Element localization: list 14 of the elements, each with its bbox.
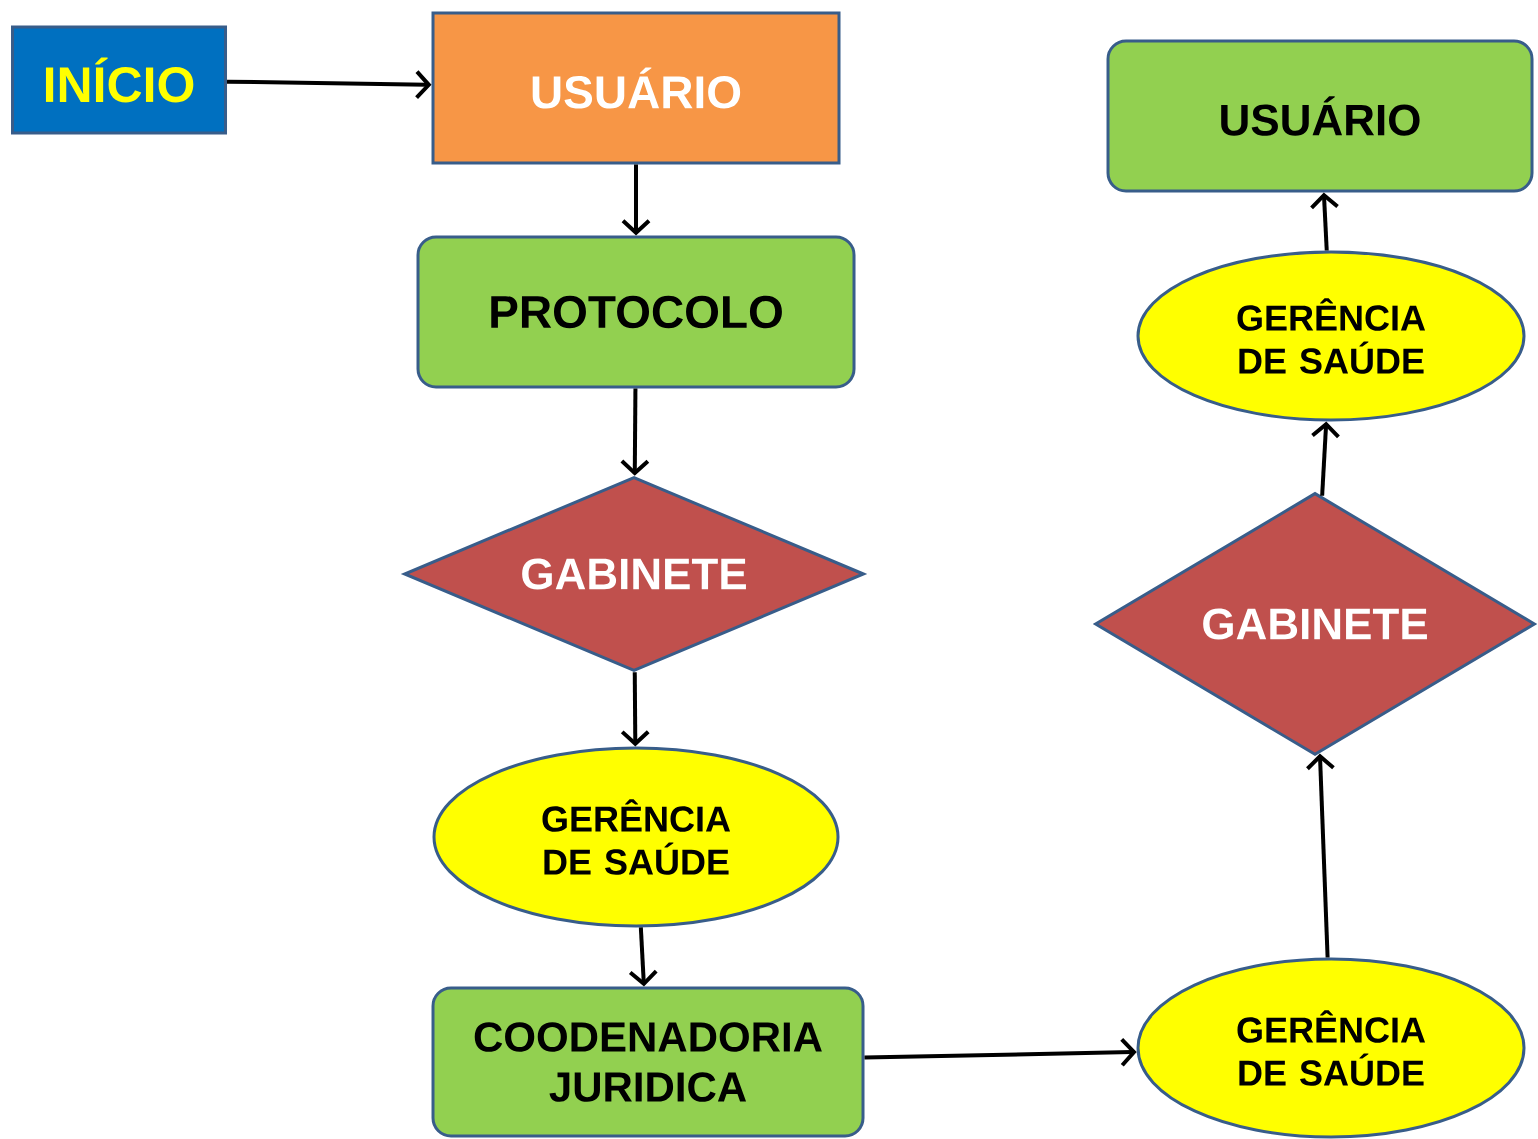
process-box: PROTOCOLO — [416, 235, 856, 389]
arrow — [227, 70, 432, 99]
arrow — [620, 672, 650, 747]
arrow — [620, 388, 650, 476]
process-box: USUÁRIO — [431, 11, 841, 165]
process-box: COODENADORIA JURIDICA — [431, 986, 865, 1138]
arrow — [1311, 421, 1340, 496]
arrow — [1310, 192, 1339, 251]
arrow — [621, 164, 651, 236]
process-box: USUÁRIO — [1106, 39, 1534, 193]
arrow — [864, 1037, 1137, 1067]
arrow — [628, 927, 658, 987]
arrow — [1306, 753, 1335, 958]
process-box: INÍCIO — [11, 25, 227, 135]
